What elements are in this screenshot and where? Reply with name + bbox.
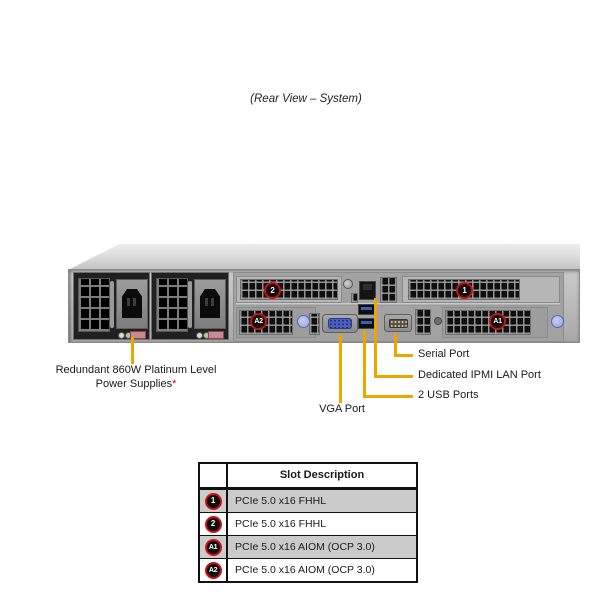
table-badge-cell: 2 xyxy=(200,513,228,535)
page-title: (Rear View – System) xyxy=(250,93,362,105)
slot-badge-2: 2 xyxy=(204,515,222,533)
table-header-description: Slot Description xyxy=(279,469,365,481)
uid-button xyxy=(434,317,442,325)
chassis-top-face xyxy=(68,244,580,270)
callout-line-ipmi xyxy=(374,298,377,378)
callout-line-vga xyxy=(339,334,342,403)
psu-label: Redundant 860W Platinum Level Power Supp… xyxy=(37,363,235,391)
ipmi-lan-label: Dedicated IPMI LAN Port xyxy=(418,369,541,381)
ac-inlet xyxy=(200,289,220,318)
callout-line-psu xyxy=(131,337,134,364)
serial-port-label: Serial Port xyxy=(418,348,470,360)
psu-handle xyxy=(110,281,114,328)
slot-description-table: Slot Description 1 PCIe 5.0 x16 FHHL 2 P… xyxy=(198,462,418,583)
aiom-slot-a1-vents xyxy=(445,310,531,335)
slot-badge-1: 1 xyxy=(204,492,222,510)
psu-inlet-plate xyxy=(194,279,226,329)
psu-latch xyxy=(130,331,146,339)
callout-line-serial xyxy=(394,354,413,357)
vga-connector xyxy=(328,318,352,329)
small-vent xyxy=(351,293,358,303)
psu-grille xyxy=(156,278,188,332)
table-row: A1 PCIe 5.0 x16 AIOM (OCP 3.0) xyxy=(200,536,416,559)
serial-connector xyxy=(389,319,408,328)
table-badge-cell: A2 xyxy=(200,559,228,581)
power-supply-2 xyxy=(151,272,229,340)
usb-tongue xyxy=(361,321,372,324)
ac-inlet-pin xyxy=(133,298,136,306)
slot-badge-2: 2 xyxy=(264,282,281,299)
thumbscrew xyxy=(551,315,564,328)
psu-latch xyxy=(208,331,224,339)
slot-description: PCIe 5.0 x16 FHHL xyxy=(235,518,327,530)
table-badge-cell: A1 xyxy=(200,536,228,558)
screw-icon xyxy=(343,279,353,289)
psu-inlet-plate xyxy=(116,279,148,329)
psu-label-line1: Redundant 860W Platinum Level xyxy=(55,364,217,376)
serial-port xyxy=(384,314,412,332)
usb-ports-label: 2 USB Ports xyxy=(418,389,479,401)
power-supply-1 xyxy=(73,272,150,340)
slot-description: PCIe 5.0 x16 FHHL xyxy=(235,495,327,507)
ac-inlet xyxy=(122,289,142,318)
ac-inlet-pin xyxy=(205,298,208,306)
slot-divider-rail xyxy=(236,303,560,306)
usb-port-1 xyxy=(358,304,375,315)
psu-handle xyxy=(188,281,192,328)
psu-label-line2: Power Supplies xyxy=(95,378,173,390)
slot-description: PCIe 5.0 x16 AIOM (OCP 3.0) xyxy=(235,564,375,576)
table-header-row: Slot Description xyxy=(200,464,416,490)
slot-badge-a2: A2 xyxy=(204,561,222,579)
psu-led xyxy=(196,332,203,339)
table-row: 2 PCIe 5.0 x16 FHHL xyxy=(200,513,416,536)
psu-grille xyxy=(78,278,110,332)
slot-badge-a2: A2 xyxy=(250,313,267,330)
ac-inlet-pin xyxy=(127,298,130,306)
small-vent xyxy=(309,313,320,335)
callout-line-serial xyxy=(394,333,397,357)
small-vent xyxy=(415,309,431,335)
usb-port-2 xyxy=(358,318,375,329)
ipmi-lan-port xyxy=(359,281,376,300)
slot-badge-a1: A1 xyxy=(204,538,222,556)
callout-line-usb xyxy=(363,330,366,398)
slot-description: PCIe 5.0 x16 AIOM (OCP 3.0) xyxy=(235,541,375,553)
rj45-contacts xyxy=(363,284,372,290)
vga-port-label: VGA Port xyxy=(319,403,365,415)
table-header-badge-cell xyxy=(200,464,228,487)
usb-tongue xyxy=(361,307,372,310)
table-row: 1 PCIe 5.0 x16 FHHL xyxy=(200,490,416,513)
callout-line-ipmi xyxy=(374,375,413,378)
psu-led xyxy=(118,332,125,339)
small-vent xyxy=(380,277,397,303)
callout-line-usb xyxy=(363,395,413,398)
table-row: A2 PCIe 5.0 x16 AIOM (OCP 3.0) xyxy=(200,559,416,581)
ac-inlet-pin xyxy=(211,298,214,306)
vga-port xyxy=(322,314,358,333)
psu-label-asterisk: * xyxy=(172,378,177,390)
slot-badge-a1: A1 xyxy=(489,313,506,330)
slot-badge-1: 1 xyxy=(456,282,473,299)
pcie-slot-2-vents xyxy=(240,279,338,300)
table-badge-cell: 1 xyxy=(200,490,228,512)
